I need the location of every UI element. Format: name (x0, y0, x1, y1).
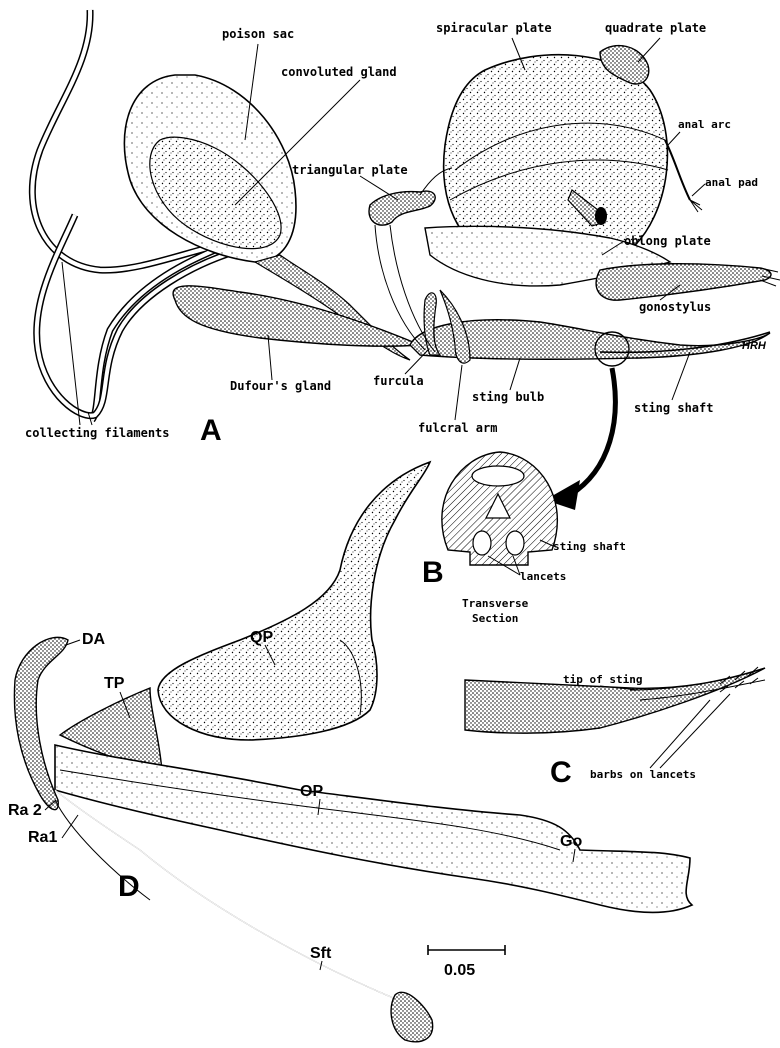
label-b-sting-shaft: sting shaft (553, 540, 626, 553)
dufours-gland (173, 286, 420, 346)
label-tip-of-sting: tip of sting (563, 673, 642, 686)
panel-label-a: A (200, 414, 222, 447)
label-anal-pad: anal pad (705, 176, 758, 189)
label-go: Go (560, 833, 582, 850)
label-sft: Sft (310, 945, 332, 962)
label-barbs-on-lancets: barbs on lancets (590, 768, 696, 781)
label-fulcral-arm: fulcral arm (418, 421, 497, 435)
label-qp: QP (250, 629, 273, 646)
panel-a-drawing (32, 10, 780, 420)
label-spiracular-plate: spiracular plate (436, 21, 552, 35)
label-tp: TP (104, 675, 125, 692)
label-oblong-plate: oblong plate (624, 234, 711, 248)
panel-label-c: C (550, 756, 572, 789)
label-anal-arc: anal arc (678, 118, 731, 131)
anal-pad (690, 200, 702, 212)
label-collecting-filaments: collecting filaments (25, 426, 170, 440)
d-shaft-end (391, 992, 432, 1041)
artist-signature: HRH (742, 340, 767, 352)
curved-arrow (570, 368, 615, 495)
label-convoluted-gland: convoluted gland (281, 65, 397, 79)
panel-label-d: D (118, 870, 140, 903)
label-dufours-gland: Dufour's gland (230, 379, 331, 393)
label-poison-sac: poison sac (222, 27, 294, 41)
scale-bar: 0.05 (428, 945, 505, 979)
label-sting-bulb: sting bulb (472, 390, 544, 404)
d-quadrate-plate (158, 462, 430, 740)
caption-transverse: Transverse (462, 597, 529, 610)
label-b-lancets: lancets (520, 570, 566, 583)
label-triangular-plate: triangular plate (292, 163, 408, 177)
scale-bar-value: 0.05 (444, 962, 475, 979)
caption-section: Section (472, 612, 518, 625)
label-sting-shaft: sting shaft (634, 401, 713, 415)
panel-a-labels: poison sac convoluted gland spiracular p… (25, 21, 767, 447)
anal-arc (665, 140, 690, 200)
label-da: DA (82, 631, 106, 648)
label-ra1: Ra1 (28, 829, 57, 846)
label-ra2: Ra 2 (8, 802, 42, 819)
section-lumen (472, 466, 524, 486)
triangular-plate (369, 191, 435, 225)
panel-label-b: B (422, 556, 444, 589)
label-gonostylus: gonostylus (639, 300, 711, 314)
label-op: OP (300, 783, 323, 800)
label-furcula: furcula (373, 374, 424, 388)
lancet-left (473, 531, 491, 555)
label-quadrate-plate: quadrate plate (605, 21, 706, 35)
lancet-right (506, 531, 524, 555)
gonostylus (596, 264, 771, 300)
